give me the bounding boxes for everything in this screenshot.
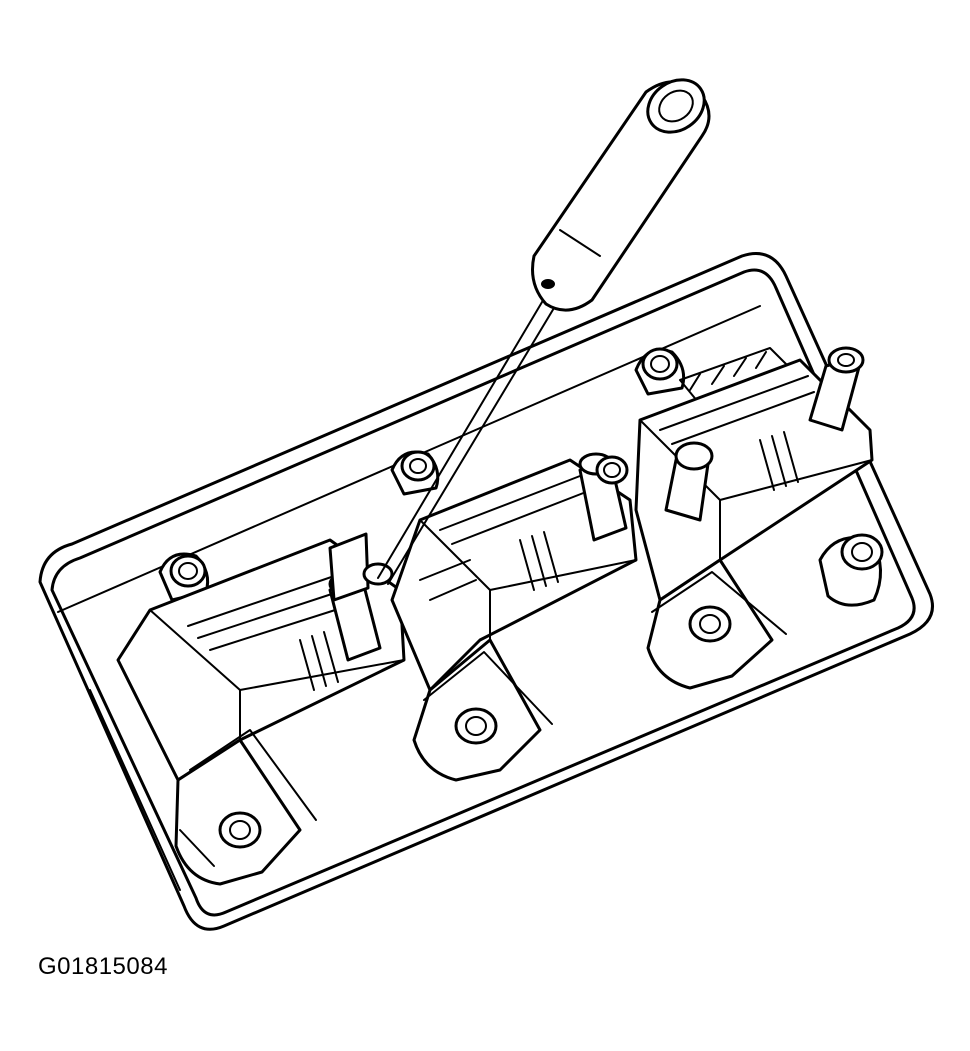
ignition-coil-1 (116, 532, 406, 886)
rear-stud-right (634, 347, 791, 403)
ignition-coil-3 (634, 346, 874, 690)
rear-stud-middle (390, 450, 440, 496)
spark-plug-boot-tool (377, 78, 711, 585)
figure-id-label: G01815084 (38, 953, 168, 980)
ignition-coil-2 (390, 452, 638, 782)
front-stud-right (818, 533, 884, 607)
